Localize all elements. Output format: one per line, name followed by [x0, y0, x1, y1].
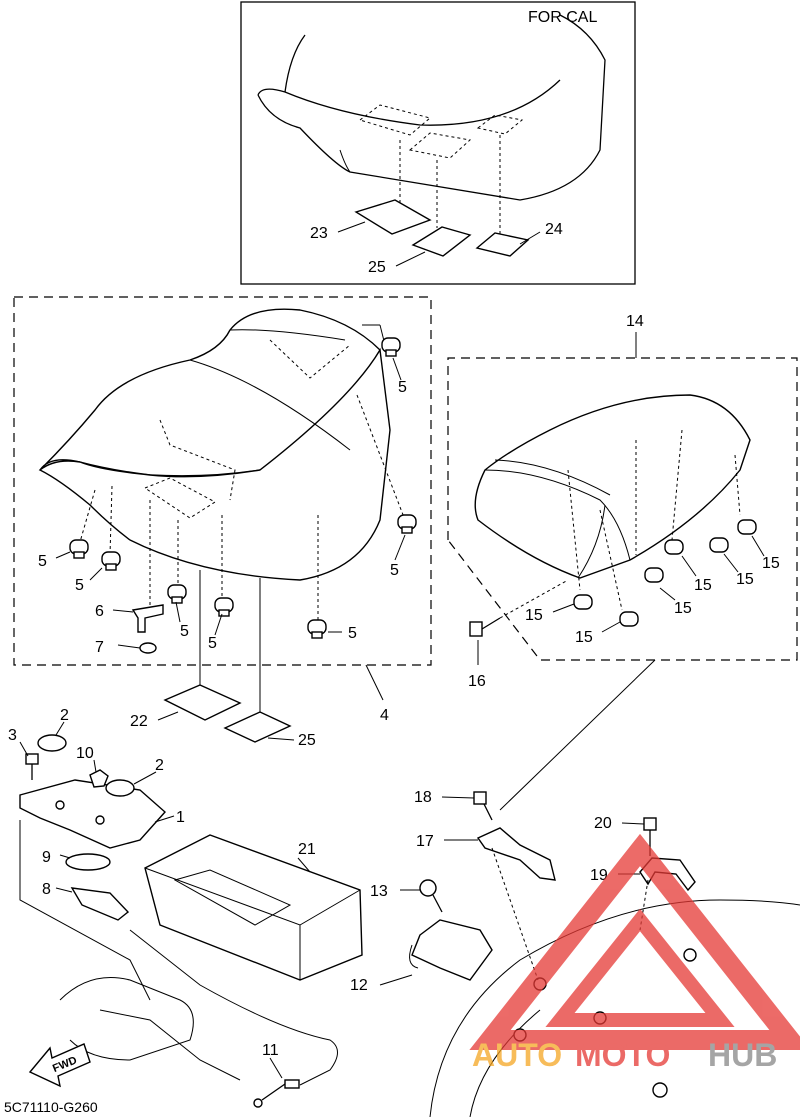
- rear-seat-group: 14 15 15 15 15 15 15: [447, 313, 798, 690]
- callout-18: 18: [414, 789, 432, 806]
- label-25-bottom: [223, 711, 292, 743]
- grommet-15-d: [664, 539, 684, 555]
- callout-9: 9: [42, 849, 51, 866]
- callout-5-b: 5: [75, 577, 84, 594]
- callout-10: 10: [76, 745, 94, 762]
- fwd-arrow: FWD: [28, 1043, 91, 1088]
- callout-17: 17: [416, 833, 434, 850]
- callout-13: 13: [370, 883, 388, 900]
- bracket-12: [409, 919, 493, 981]
- grommet-5-right: [397, 514, 417, 534]
- callout-19: 19: [590, 867, 608, 884]
- callout-14: 14: [626, 313, 644, 330]
- watermark-triangle: [469, 833, 800, 1050]
- callout-23: 23: [310, 225, 328, 242]
- callout-2-right: 2: [155, 757, 164, 774]
- seat-lock-plate-1: [19, 779, 166, 849]
- washer-9: [65, 853, 111, 871]
- for-cal-inset: FOR CAL 23 25 24: [240, 1, 636, 285]
- grommet-15-e: [709, 537, 729, 553]
- rear-fender-group: 12 13 17 18 19 20: [350, 659, 800, 1117]
- callout-15-d: 15: [694, 577, 712, 594]
- seat-lock-group: 2 2 3 10 1 9 8: [8, 707, 185, 921]
- bolt-16: [469, 617, 501, 637]
- watermark-hub: HUB: [708, 1037, 777, 1073]
- callout-1: 1: [176, 809, 185, 826]
- callout-4: 4: [380, 707, 389, 724]
- label-24: [475, 232, 530, 257]
- callout-5-c: 5: [180, 623, 189, 640]
- callout-5-e: 5: [348, 625, 357, 642]
- callout-21: 21: [298, 841, 316, 858]
- callout-6: 6: [95, 603, 104, 620]
- callout-5-g: 5: [398, 379, 407, 396]
- grommet-15-b: [619, 611, 639, 627]
- seat-assembly-frame: [13, 296, 432, 666]
- inset-frame: [240, 1, 636, 285]
- grommet-15-c: [644, 567, 664, 583]
- nut-10: [89, 769, 109, 788]
- inset-seat-outline: [257, 14, 606, 201]
- callout-2-left: 2: [60, 707, 69, 724]
- seat-assembly-group: 5 5 5 5 5 5 5 6 7: [13, 296, 432, 666]
- diagram-code: 5C71110-G260: [4, 1099, 98, 1115]
- bolt-13: [419, 879, 443, 913]
- grommet-5-mid: [167, 584, 187, 604]
- main-seat: [38, 308, 391, 581]
- callout-5-d: 5: [208, 635, 217, 652]
- rear-seat-frame: [447, 357, 798, 661]
- callout-15-b: 15: [575, 629, 593, 646]
- bolt-20: [643, 817, 657, 856]
- grommet-5-bottom: [307, 619, 327, 639]
- callout-3: 3: [8, 727, 17, 744]
- cap-2-right: [105, 779, 135, 797]
- watermark-inner-triangle: [545, 908, 735, 1027]
- label-25-top: [411, 226, 472, 257]
- cap-2-left: [37, 734, 67, 752]
- grommet-15-a: [573, 594, 593, 610]
- callout-25-bottom: 25: [298, 732, 316, 749]
- callout-15-c: 15: [674, 600, 692, 617]
- callout-15-e: 15: [736, 571, 754, 588]
- callout-15-a: 15: [525, 607, 543, 624]
- callout-12: 12: [350, 977, 368, 994]
- callout-8: 8: [42, 881, 51, 898]
- label-22: [163, 684, 242, 721]
- grommet-5-left: [69, 539, 89, 559]
- grommet-5-mid-2: [214, 597, 234, 617]
- rear-seat: [474, 394, 751, 579]
- grommet-15-f: [737, 519, 757, 535]
- catch-8: [70, 887, 130, 921]
- automotohub-watermark: AUTO MOTO HUB: [469, 833, 800, 1073]
- grommet-5-top-right: [381, 337, 401, 357]
- callout-11: 11: [262, 1042, 279, 1059]
- nut-7: [139, 642, 157, 654]
- bolt-18: [473, 791, 493, 821]
- grommet-5-left-2: [101, 551, 121, 571]
- watermark-auto: AUTO: [472, 1037, 562, 1073]
- frame-and-cable: 11 FWD: [19, 820, 338, 1108]
- callout-22: 22: [130, 713, 148, 730]
- callout-15-f: 15: [762, 555, 780, 572]
- watermark-moto: MOTO: [575, 1037, 670, 1073]
- callout-16: 16: [468, 673, 486, 690]
- callout-24: 24: [545, 221, 563, 238]
- callout-5-f: 5: [390, 562, 399, 579]
- storage-tray-21: 21: [144, 834, 363, 981]
- callout-25-top: 25: [368, 259, 386, 276]
- label-23: [354, 199, 432, 235]
- callout-5-a: 5: [38, 553, 47, 570]
- bracket-17: [476, 827, 556, 881]
- callout-7: 7: [95, 639, 104, 656]
- bolt-3: [25, 753, 39, 780]
- inset-note: FOR CAL: [528, 9, 597, 26]
- bracket-6: [131, 604, 164, 633]
- callout-20: 20: [594, 815, 612, 832]
- cable-end-11: [253, 1079, 300, 1108]
